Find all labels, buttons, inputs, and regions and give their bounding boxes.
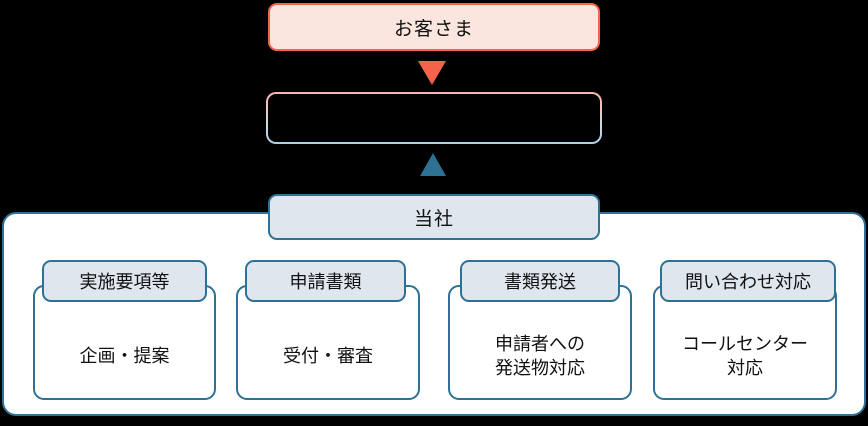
function-column-4-body-text: コールセンター 対応 [682, 333, 808, 380]
arrow-up-icon [420, 153, 446, 176]
function-column-3: 申請者への 発送物対応 書類発送 [448, 260, 632, 400]
channel-node-label [268, 94, 600, 142]
function-column-3-body-text: 申請者への 発送物対応 [495, 333, 585, 380]
function-column-3-header: 書類発送 [460, 260, 620, 302]
function-column-1: 企画・提案 実施要項等 [33, 260, 216, 400]
function-column-1-header: 実施要項等 [42, 260, 207, 302]
function-column-4-body: コールセンター 対応 [653, 285, 837, 400]
function-column-4-body-line1: コールセンター [682, 334, 808, 356]
function-column-4-header: 問い合わせ対応 [660, 260, 836, 302]
function-column-1-header-label: 実施要項等 [79, 272, 170, 293]
channel-node [266, 92, 602, 144]
company-node-label: 当社 [413, 207, 454, 230]
function-column-4: コールセンター 対応 問い合わせ対応 [653, 260, 837, 400]
function-column-3-body-line1: 申請者への [495, 334, 585, 356]
function-column-2-body: 受付・審査 [236, 285, 420, 400]
arrow-down-icon [418, 61, 446, 85]
function-column-1-body-line1: 企画・提案 [79, 345, 170, 367]
function-column-2-header: 申請書類 [245, 260, 406, 302]
function-column-2-header-label: 申請書類 [289, 272, 362, 293]
function-column-1-body-text: 企画・提案 [80, 345, 170, 368]
customer-node-label: お客さま [393, 17, 474, 40]
function-column-4-body-line2: 対応 [727, 357, 763, 379]
function-column-2: 受付・審査 申請書類 [236, 260, 420, 400]
company-node: 当社 [268, 194, 600, 240]
function-column-3-header-label: 書類発送 [504, 272, 576, 293]
function-column-3-body-line2: 発送物対応 [495, 357, 585, 379]
function-column-4-header-label: 問い合わせ対応 [685, 272, 811, 293]
customer-node: お客さま [268, 3, 600, 51]
function-column-2-body-text: 受付・審査 [283, 345, 373, 368]
function-column-1-body: 企画・提案 [33, 285, 216, 400]
function-column-3-body: 申請者への 発送物対応 [448, 285, 632, 400]
function-column-2-body-line1: 受付・審査 [283, 345, 373, 367]
